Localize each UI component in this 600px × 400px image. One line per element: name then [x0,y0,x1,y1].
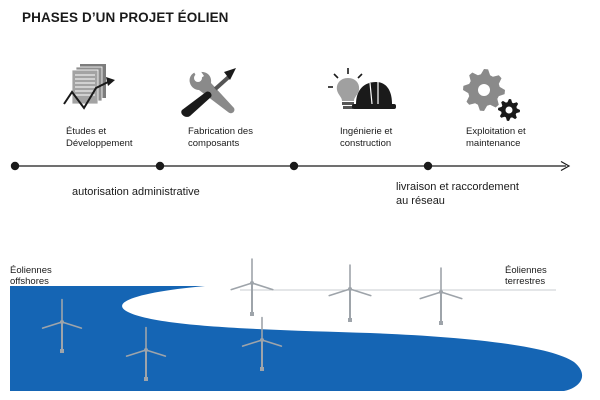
timeline-arrow [560,160,571,172]
turbines-group [41,258,463,381]
timeline-dot [10,161,20,171]
page-title: PHASES D’UN PROJET ÉOLIEN [22,10,229,25]
gears-icon [463,69,520,121]
wind-turbine-icon [328,264,372,322]
documents-chart-icon [63,64,115,110]
lightbulb-hardhat-icon [328,68,396,109]
tools-icon [181,68,236,117]
wind-turbine-icon [241,316,283,371]
wind-turbine-icon [125,326,167,381]
timeline-dot [155,161,165,171]
sea-area [10,286,583,391]
timeline-dot [289,161,299,171]
milestone-autorisation: autorisation administrative [72,186,200,198]
wind-turbine-icon [41,298,83,353]
wind-turbine-icon [419,267,463,325]
timeline-dot [423,161,433,171]
wind-turbine-icon [230,258,274,316]
